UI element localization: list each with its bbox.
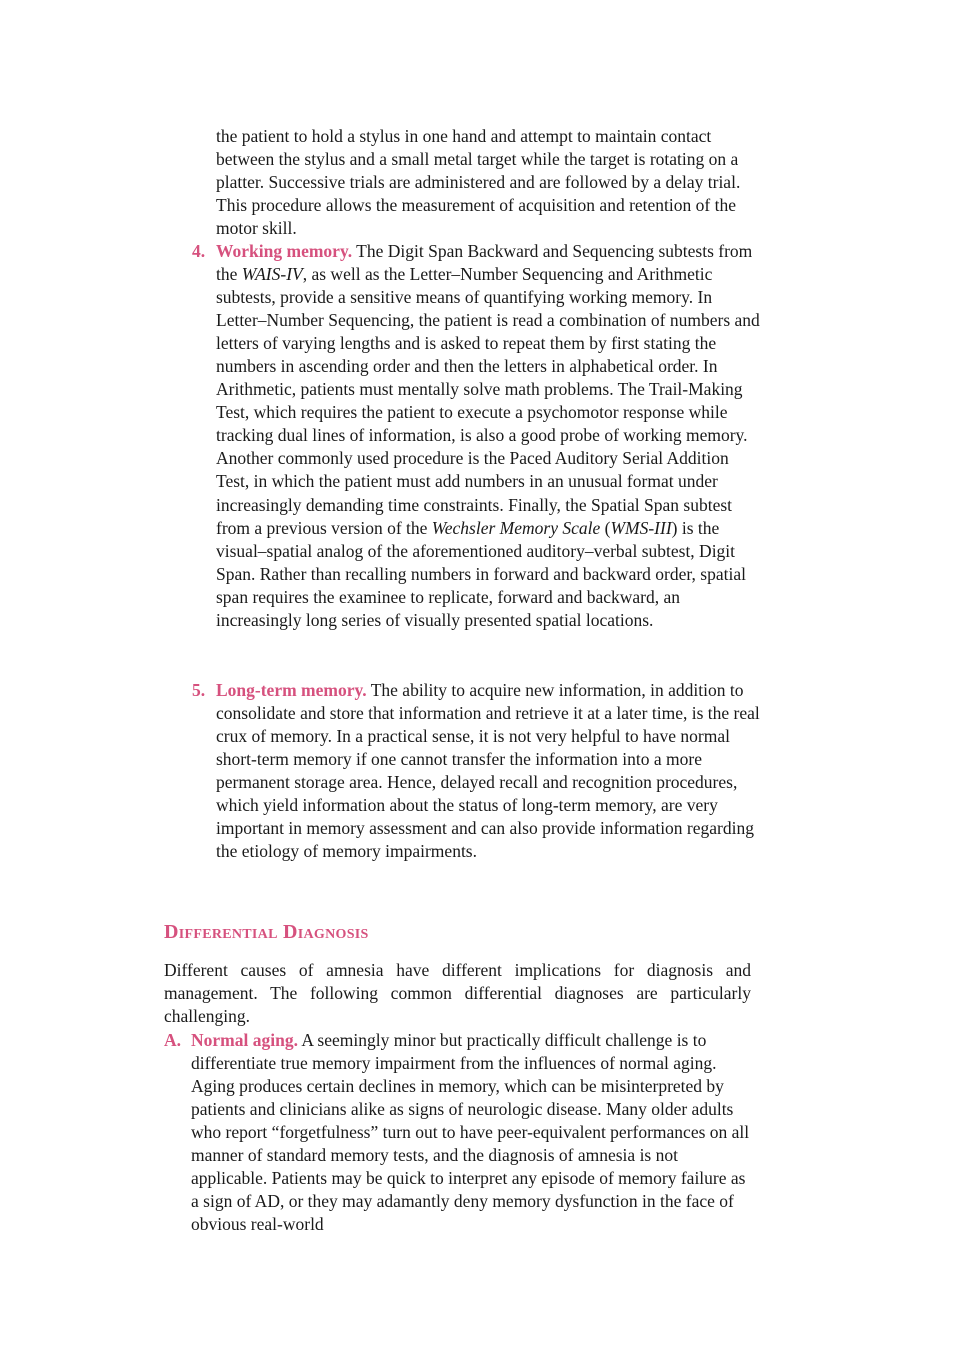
list-item-body: Working memory. The Digit Span Backward … — [216, 240, 762, 632]
list-item-title: Normal aging. — [191, 1030, 298, 1050]
list-item-text: The Digit Span Backward and Sequencing s… — [216, 241, 753, 285]
list-item-text: A seemingly minor but practically diffic… — [191, 1030, 750, 1235]
test-name-wms: WMS-III — [610, 517, 672, 538]
test-name-wechsler: Wechsler Memory Scale — [431, 517, 601, 538]
list-item-long-term-memory: 5. Long-term memory. The ability to acqu… — [192, 679, 762, 863]
list-item-text: The ability to acquire new information, … — [216, 680, 760, 862]
list-item-working-memory: 4. Working memory. The Digit Span Backwa… — [192, 240, 762, 632]
list-item-text: ( — [600, 517, 611, 538]
list-item-title: Working memory. — [216, 241, 353, 261]
list-item-text: ) is the visual–spatial analog of the af… — [216, 517, 746, 630]
list-item-body: Normal aging. A seemingly minor but prac… — [191, 1029, 754, 1236]
list-item-title: Long-term memory. — [216, 680, 367, 700]
list-item-letter: A. — [164, 1030, 182, 1050]
list-item-number: 4. — [192, 241, 206, 261]
section-heading: Differential Diagnosis — [164, 921, 369, 943]
list-item-text: , as well as the Letter–Number Sequencin… — [216, 264, 760, 538]
continuation-paragraph: the patient to hold a stylus in one hand… — [216, 126, 741, 239]
list-item-body: Long-term memory. The ability to acquire… — [216, 679, 762, 863]
list-item-number: 5. — [192, 680, 206, 700]
list-item-normal-aging: A. Normal aging. A seemingly minor but p… — [164, 1029, 754, 1236]
section-intro: Different causes of amnesia have differe… — [164, 960, 751, 1027]
test-name-wais: WAIS-IV — [241, 264, 303, 285]
